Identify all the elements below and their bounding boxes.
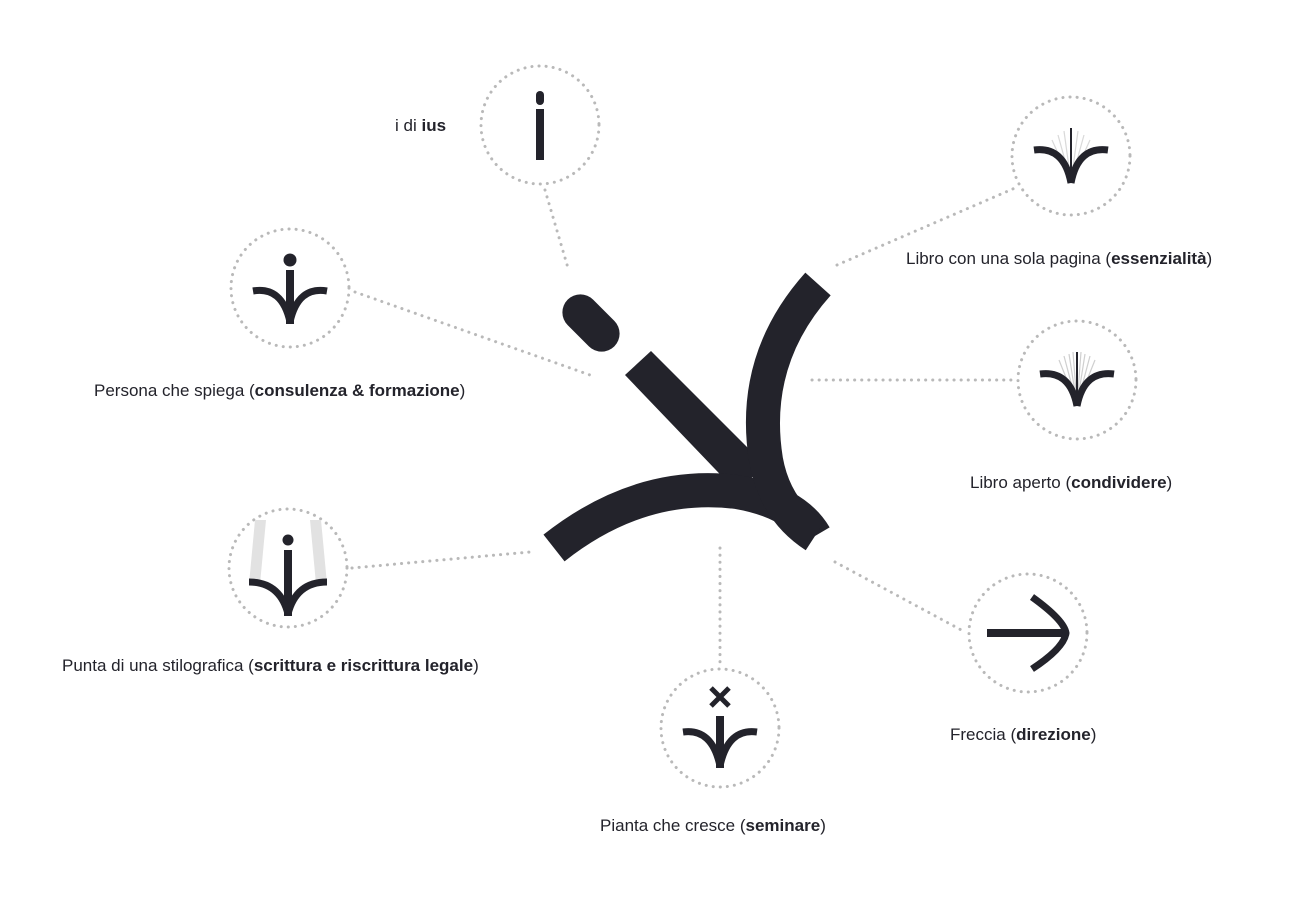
node-ring xyxy=(229,227,351,349)
label-ius: i di ius xyxy=(395,116,447,135)
node-ring xyxy=(479,64,601,186)
connector-persona xyxy=(353,290,592,377)
fountain-pen-nib-icon xyxy=(248,520,328,616)
node-libro-pagina xyxy=(1010,95,1132,217)
central-logo-mark xyxy=(543,272,831,562)
open-book-icon xyxy=(1039,351,1115,407)
connector-lines xyxy=(350,186,1019,666)
label-libro-pagina: Libro con una sola pagina (essenzialità) xyxy=(906,249,1213,268)
label-libro-aperto: Libro aperto (condividere) xyxy=(970,473,1173,492)
node-freccia xyxy=(967,572,1089,694)
node-persona xyxy=(229,227,351,349)
node-ring xyxy=(659,667,781,789)
label-freccia: Freccia (direzione) xyxy=(950,725,1097,744)
node-stilografica xyxy=(227,507,349,629)
growing-plant-icon xyxy=(682,686,758,768)
single-page-book-icon xyxy=(1033,128,1109,184)
logo-stem xyxy=(625,351,765,492)
logo-upper-arc xyxy=(745,272,831,551)
node-ius xyxy=(479,64,601,186)
node-ring xyxy=(1010,95,1132,217)
node-pianta xyxy=(659,667,781,789)
arrow-icon xyxy=(987,594,1070,672)
label-stilografica: Punta di una stilografica (scrittura e r… xyxy=(62,656,479,675)
connector-stilografica xyxy=(350,550,532,570)
connector-freccia xyxy=(833,560,967,634)
node-ring xyxy=(227,507,349,629)
label-persona: Persona che spiega (consulenza & formazi… xyxy=(94,381,466,400)
logo-dot xyxy=(562,294,620,352)
label-pianta: Pianta che cresce (seminare) xyxy=(600,816,826,835)
node-ring xyxy=(1016,319,1138,441)
node-ring xyxy=(967,572,1089,694)
connector-ius xyxy=(543,188,570,270)
person-explaining-icon xyxy=(252,253,328,324)
letter-i-icon xyxy=(536,91,544,160)
node-libro-aperto xyxy=(1016,319,1138,441)
